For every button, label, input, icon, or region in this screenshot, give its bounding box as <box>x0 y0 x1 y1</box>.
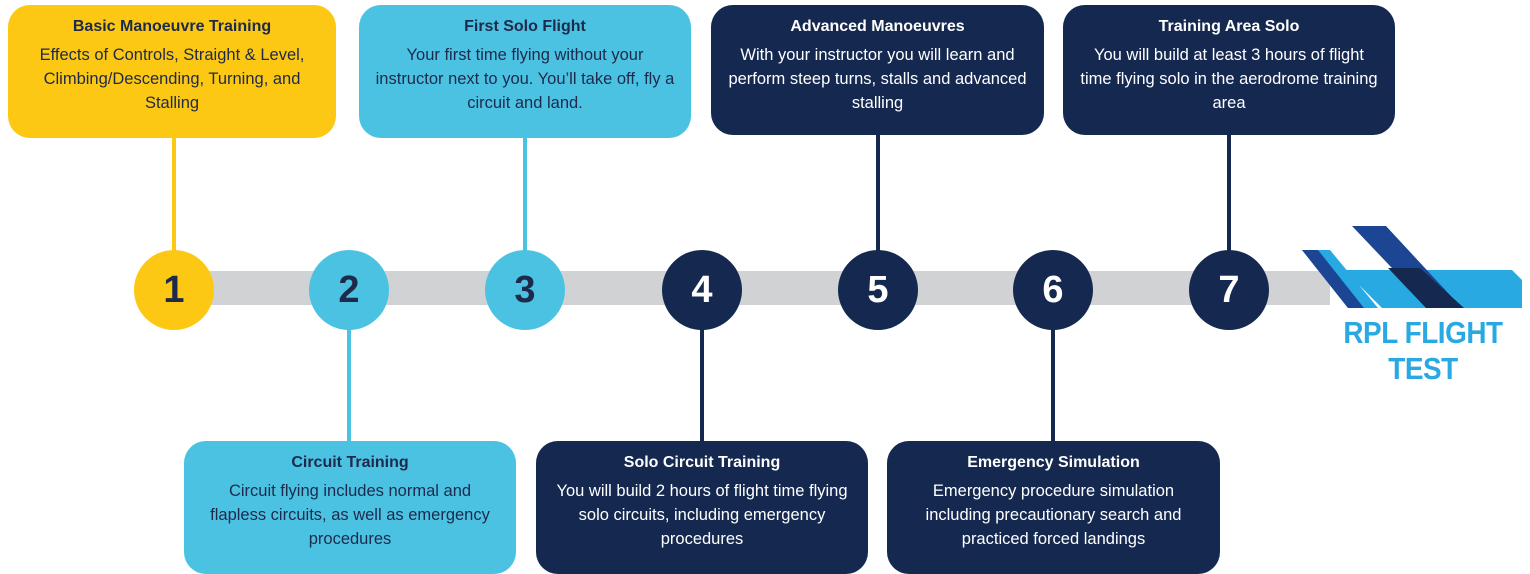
connector-2 <box>347 325 351 443</box>
connector-5 <box>876 135 880 254</box>
goal-label: RPL FLIGHT TEST <box>1343 315 1503 386</box>
connector-7 <box>1227 135 1231 254</box>
step-7-node: 7 <box>1189 250 1269 330</box>
step-4-body: You will build 2 hours of flight time fl… <box>556 482 848 548</box>
aircraft-tail-logo-icon <box>1302 226 1522 308</box>
step-7-body: You will build at least 3 hours of fligh… <box>1080 46 1378 112</box>
step-1-node: 1 <box>134 250 214 330</box>
step-6-body: Emergency procedure simulation including… <box>925 482 1182 548</box>
step-1-title: Basic Manoeuvre Training <box>72 18 272 35</box>
step-3-body: Your first time flying without your inst… <box>375 46 675 112</box>
step-1-body: Effects of Controls, Straight & Level, C… <box>39 46 305 112</box>
step-2-node: 2 <box>309 250 389 330</box>
connector-4 <box>700 325 704 443</box>
step-3-node: 3 <box>485 250 565 330</box>
step-2-title: Circuit Training <box>291 454 409 471</box>
step-5-title: Advanced Manoeuvres <box>790 18 965 35</box>
step-3-card: First Solo Flight Your first time flying… <box>359 5 691 138</box>
connector-6 <box>1051 325 1055 443</box>
step-7-title: Training Area Solo <box>1158 18 1300 35</box>
step-4-node: 4 <box>662 250 742 330</box>
step-6-card: Emergency Simulation Emergency procedure… <box>887 441 1220 574</box>
step-5-card: Advanced Manoeuvres With your instructor… <box>711 5 1044 135</box>
step-7-card: Training Area Solo You will build at lea… <box>1063 5 1395 135</box>
step-4-card: Solo Circuit Training You will build 2 h… <box>536 441 868 574</box>
step-1-card: Basic Manoeuvre Training Effects of Cont… <box>8 5 336 138</box>
step-6-title: Emergency Simulation <box>967 454 1140 471</box>
connector-1 <box>172 138 176 254</box>
step-5-node: 5 <box>838 250 918 330</box>
step-3-title: First Solo Flight <box>464 18 586 35</box>
step-6-node: 6 <box>1013 250 1093 330</box>
connector-3 <box>523 138 527 254</box>
step-5-body: With your instructor you will learn and … <box>728 46 1027 112</box>
step-4-title: Solo Circuit Training <box>623 454 781 471</box>
step-2-card: Circuit Training Circuit flying includes… <box>184 441 516 574</box>
step-2-body: Circuit flying includes normal and flapl… <box>210 482 490 548</box>
